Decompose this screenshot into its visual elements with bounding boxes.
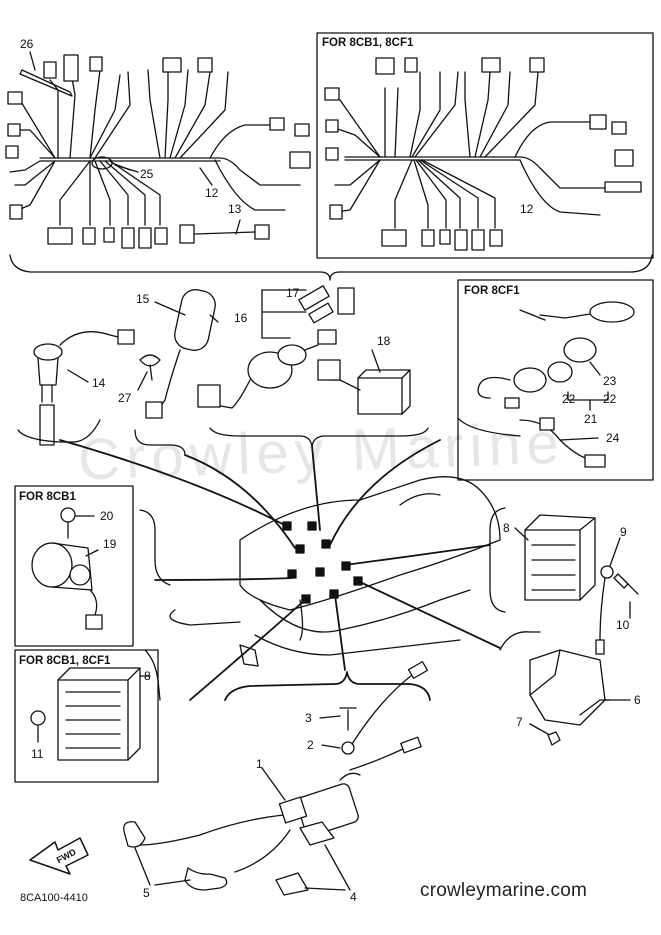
cable-tie-strap: [19, 69, 73, 97]
box-mid-left: [14, 485, 134, 647]
wire-harness-alt: [334, 71, 611, 229]
part-8-regulator: [514, 514, 596, 601]
part-3-screw: [319, 707, 357, 731]
callout-24: 24: [606, 431, 620, 445]
callout-6: 6: [634, 693, 641, 707]
callout-16: 16: [234, 311, 248, 325]
callout-11: 11: [31, 747, 44, 761]
callout-7: 7: [516, 715, 523, 729]
callout-21: 21: [584, 412, 598, 426]
part-8-regulator-alt: [57, 667, 151, 761]
callout-14: 14: [92, 376, 106, 390]
callout-25: 25: [140, 167, 154, 181]
part-7-nut: [529, 723, 561, 746]
harness-hotspots: [282, 521, 363, 604]
callout-4: 4: [350, 890, 357, 904]
wire-harness-main: [9, 69, 301, 226]
site-url[interactable]: crowleymarine.com: [420, 880, 588, 901]
fwd-arrow-icon: [29, 837, 89, 875]
callout-5: 5: [143, 886, 150, 900]
callout-15: 15: [136, 292, 150, 306]
callout-12-alt: 12: [520, 202, 534, 216]
leader-lines: [59, 439, 501, 701]
part-11-nut: [30, 710, 46, 743]
box-low-left: [14, 649, 159, 783]
callout-23: 23: [603, 374, 617, 388]
part-27-clip: [139, 354, 161, 381]
part-10-bolt: [613, 573, 639, 619]
callout-10: 10: [616, 618, 630, 632]
box-top-right: [316, 32, 654, 259]
box-title-top-right: FOR 8CB1, 8CF1: [322, 37, 414, 49]
callout-22-a: 22: [562, 392, 576, 406]
box-mid-right: [457, 279, 654, 481]
box-title-mid-right: FOR 8CF1: [464, 285, 520, 297]
callout-18: 18: [377, 334, 391, 348]
part-15-capacitor: [145, 289, 219, 419]
part-20-nut: [60, 507, 95, 539]
callout-9: 9: [620, 525, 627, 539]
part-5-spark-plug-cap: [123, 821, 228, 891]
callout-17: 17: [286, 286, 300, 300]
part-19-rectifier: [31, 542, 103, 630]
harness-connectors: [5, 54, 311, 249]
group-bracket-top: [9, 254, 653, 281]
callout-2: 2: [307, 738, 314, 752]
callout-20: 20: [100, 509, 114, 523]
harness-alt-connectors: [324, 57, 642, 251]
snowmobile-body: [169, 476, 501, 667]
part-14-sensor: [33, 329, 135, 446]
callout-12: 12: [205, 186, 219, 200]
part-16-main-switch: [197, 285, 355, 409]
callout-3: 3: [305, 711, 312, 725]
part-4-clamp: [275, 821, 351, 896]
callout-27: 27: [118, 391, 132, 405]
part-18-relay: [317, 349, 411, 415]
part-9-lead-wire: [595, 537, 621, 655]
bracket-right: [489, 507, 506, 613]
part-6-cdi-unit: [529, 649, 631, 726]
part-2-ground-lead: [321, 661, 429, 755]
diagram-part-code: 8CA100-4410: [20, 892, 88, 904]
part-21-key-switch-alt: [477, 301, 635, 468]
callout-22-b: 22: [603, 392, 617, 406]
callout-13: 13: [228, 202, 242, 216]
box-title-low-left: FOR 8CB1, 8CF1: [19, 655, 111, 667]
callout-8: 8: [503, 521, 510, 535]
callout-26: 26: [20, 37, 34, 51]
callout-19: 19: [103, 537, 117, 551]
part-1-ignition-coil: [139, 736, 422, 873]
box-title-mid-left: FOR 8CB1: [19, 491, 76, 503]
callout-8-alt: 8: [144, 669, 151, 683]
callout-1: 1: [256, 757, 263, 771]
